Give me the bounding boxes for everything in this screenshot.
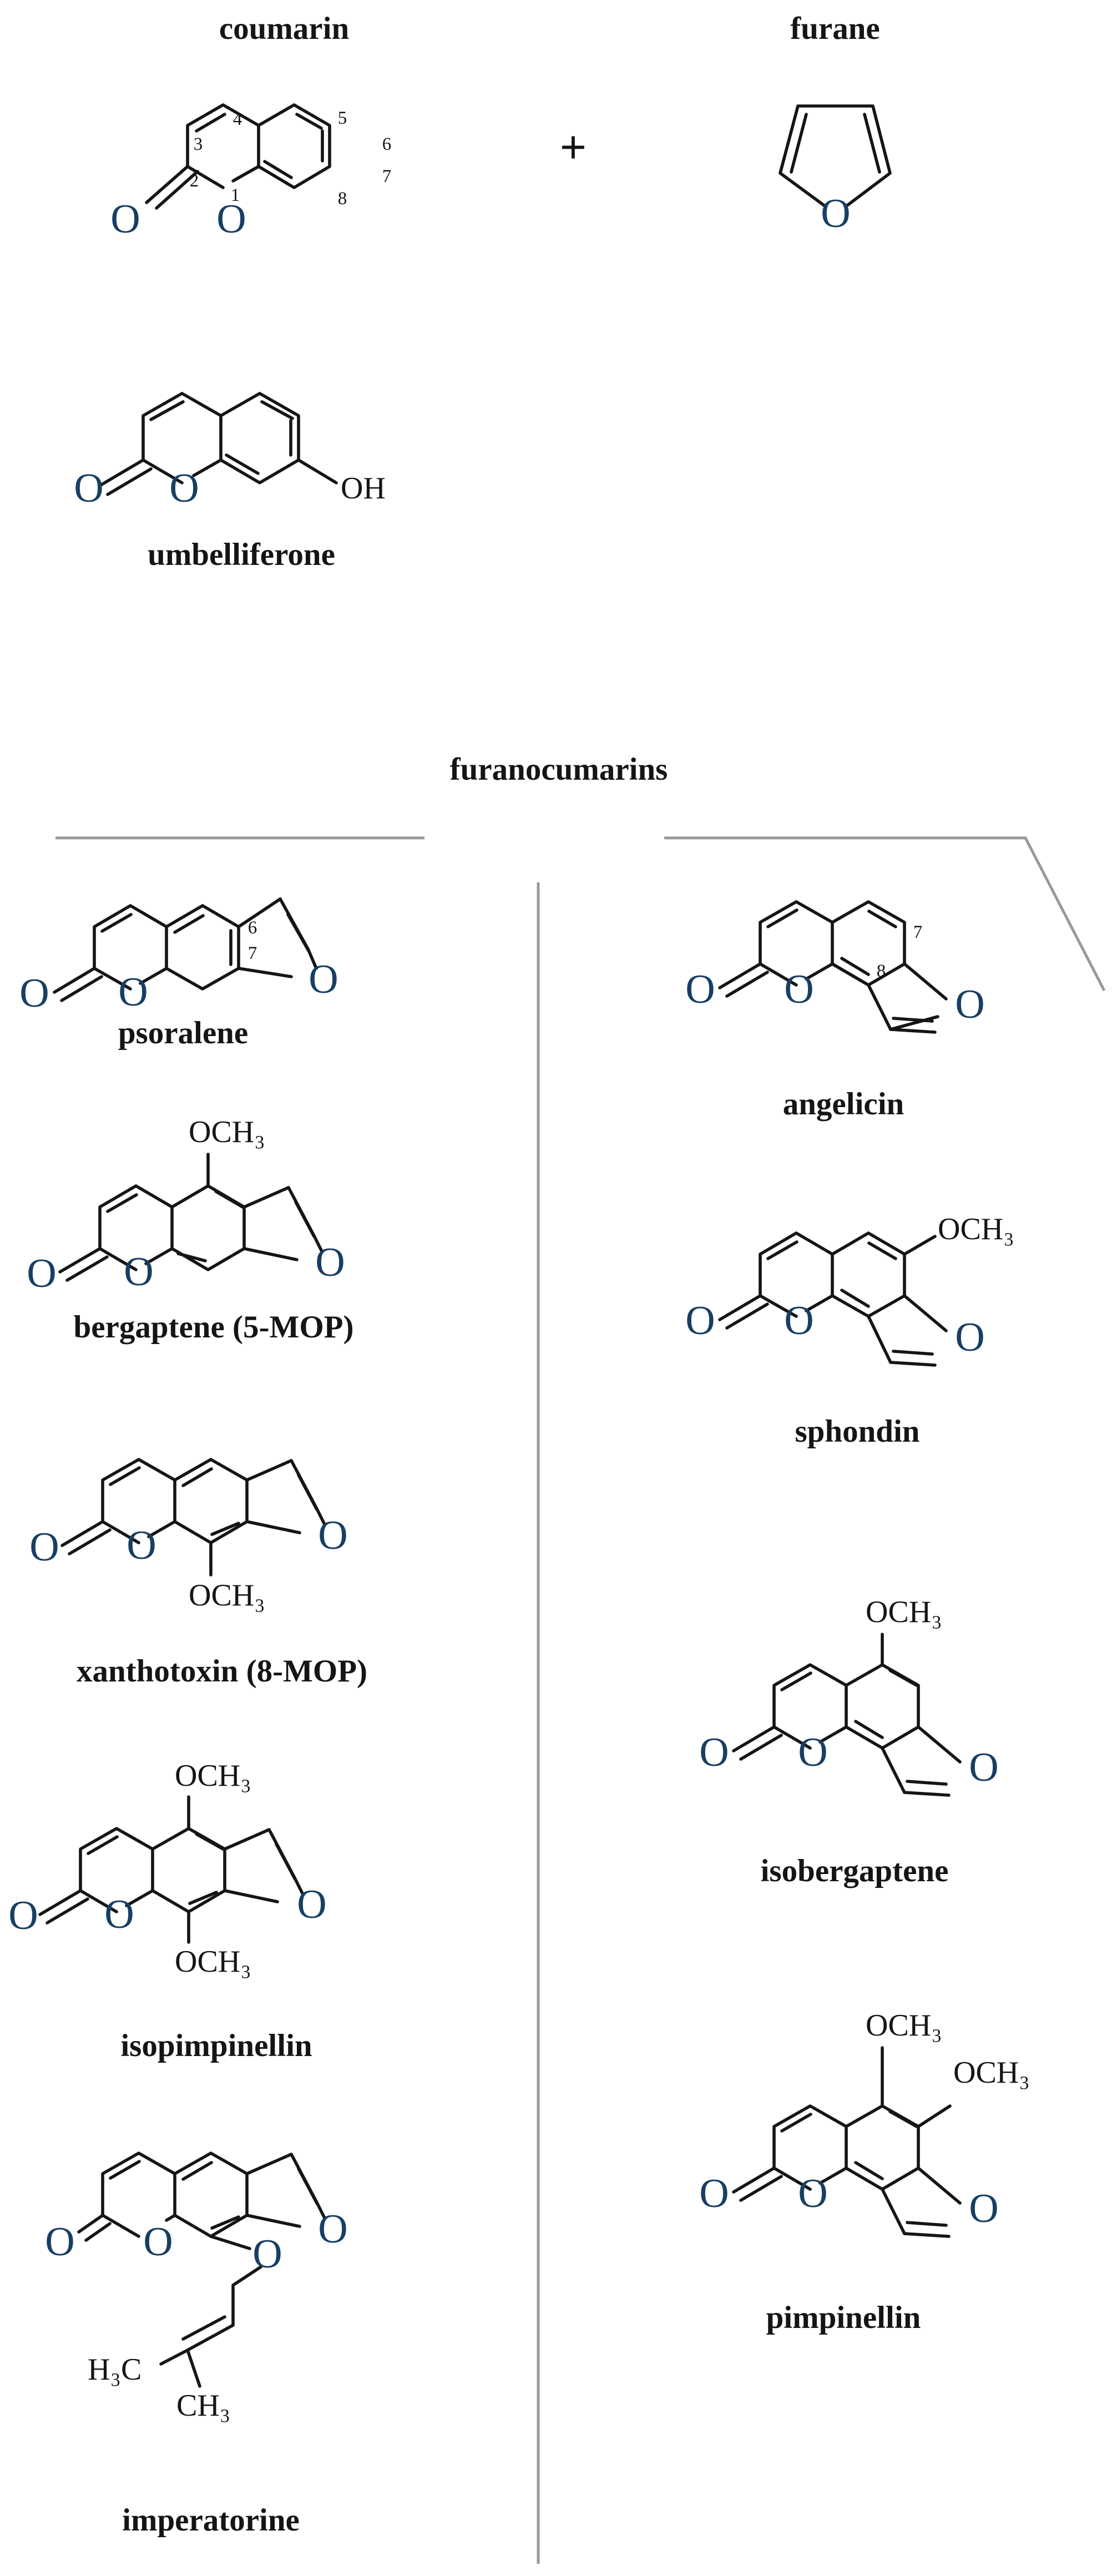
coumarin-locant-2: 2 — [190, 171, 199, 191]
isobergaptene-furan-oxygen: O — [969, 1745, 998, 1790]
pimpinellin-methoxy-top: OCH₃ — [866, 2008, 942, 2043]
isopimpinellin-methoxy-top: OCH₃ — [175, 1759, 251, 1793]
coumarin-locant-1: 1 — [231, 185, 240, 205]
angelicin-furan-oxygen: O — [955, 982, 984, 1027]
title-isobergaptene: isobergaptene — [761, 1853, 949, 1888]
imperatorine-ring-oxygen: O — [143, 2219, 173, 2265]
angelicin-locant-8: 8 — [877, 961, 886, 981]
psoralene-furan-oxygen: O — [309, 957, 338, 1002]
coumarin-carbonyl-oxygen: O — [110, 196, 140, 242]
isobergaptene-carbonyl-oxygen: O — [699, 1730, 729, 1775]
title-psoralene: psoralene — [118, 1016, 248, 1050]
imperatorine-methyl-bottom: CH₃ — [176, 2388, 230, 2423]
isopimpinellin-ring-oxygen: O — [104, 1892, 134, 1937]
furane-structure: O — [779, 104, 892, 236]
coumarin-ring-oxygen: O — [216, 196, 246, 242]
sphondin-structure: OCH₃ O O O — [685, 1212, 1014, 1367]
coumarin-locant-3: 3 — [194, 134, 203, 154]
pimpinellin-structure: OCH₃ OCH₃ O O O — [699, 2008, 1030, 2238]
imperatorine-carbonyl-oxygen: O — [45, 2219, 74, 2265]
coumarin-structure: O O 1 2 3 4 5 6 7 8 — [110, 103, 392, 242]
sphondin-carbonyl-oxygen: O — [685, 1298, 715, 1343]
angelicin-structure: O O O 8 7 — [685, 900, 985, 1034]
isopimpinellin-structure: OCH₃ OCH₃ O O O — [8, 1759, 326, 1979]
coumarin-locant-8: 8 — [338, 189, 347, 209]
psoralene-carbonyl-oxygen: O — [19, 971, 49, 1016]
title-furane: furane — [790, 11, 880, 46]
title-furanocumarins: furanocumarins — [450, 752, 668, 787]
umbelliferone-hydroxy: OH — [341, 471, 386, 506]
psoralene-structure: O O O 6 7 — [19, 897, 338, 1016]
title-isopimpinellin: isopimpinellin — [120, 2028, 312, 2063]
isobergaptene-ring-oxygen: O — [798, 1730, 827, 1775]
bergaptene-methoxy: OCH₃ — [189, 1115, 265, 1149]
umbelliferone-structure: O O OH — [74, 392, 386, 511]
sphondin-furan-oxygen: O — [955, 1315, 984, 1360]
imperatorine-ether-oxygen: O — [252, 2231, 282, 2277]
pimpinellin-carbonyl-oxygen: O — [699, 2171, 729, 2216]
psoralene-ring-oxygen: O — [118, 969, 148, 1015]
pimpinellin-methoxy-right: OCH₃ — [953, 2055, 1030, 2090]
imperatorine-methyl-left: H₃C — [88, 2352, 141, 2387]
title-sphondin: sphondin — [795, 1414, 919, 1449]
pimpinellin-ring-oxygen: O — [798, 2171, 827, 2216]
sphondin-methoxy: OCH₃ — [938, 1212, 1014, 1246]
coumarin-locant-6: 6 — [382, 134, 392, 154]
sphondin-ring-oxygen: O — [784, 1298, 813, 1343]
bergaptene-carbonyl-oxygen: O — [27, 1251, 56, 1296]
isopimpinellin-furan-oxygen: O — [297, 1882, 326, 1927]
xanthotoxin-carbonyl-oxygen: O — [29, 1524, 59, 1570]
coumarin-locant-5: 5 — [338, 108, 347, 128]
isopimpinellin-carbonyl-oxygen: O — [8, 1893, 38, 1938]
title-xanthotoxin: xanthotoxin (8-MOP) — [77, 1654, 367, 1689]
title-imperatorine: imperatorine — [122, 2503, 300, 2538]
title-angelicin: angelicin — [783, 1087, 904, 1122]
isopimpinellin-methoxy-bottom: OCH₃ — [175, 1944, 251, 1979]
bergaptene-furan-oxygen: O — [315, 1240, 345, 1285]
psoralene-locant-6: 6 — [248, 918, 257, 938]
coumarin-locant-4: 4 — [233, 109, 242, 129]
bergaptene-structure: OCH₃ O O O — [27, 1115, 345, 1296]
umbelliferone-carbonyl-oxygen: O — [74, 466, 103, 511]
pimpinellin-furan-oxygen: O — [969, 2186, 998, 2231]
xanthotoxin-methoxy: OCH₃ — [189, 1578, 265, 1613]
xanthotoxin-structure: OCH₃ O O O — [29, 1458, 348, 1613]
angelicin-ring-oxygen: O — [784, 967, 813, 1012]
isobergaptene-structure: OCH₃ O O O — [699, 1595, 999, 1797]
xanthotoxin-ring-oxygen: O — [127, 1523, 156, 1568]
angelicin-carbonyl-oxygen: O — [685, 967, 715, 1012]
plus-sign: + — [560, 122, 587, 173]
xanthotoxin-furan-oxygen: O — [318, 1513, 347, 1558]
isobergaptene-methoxy: OCH₃ — [866, 1595, 942, 1629]
angelicin-locant-7: 7 — [913, 922, 923, 942]
imperatorine-furan-oxygen: O — [318, 2206, 347, 2252]
title-coumarin: coumarin — [219, 11, 349, 46]
bergaptene-ring-oxygen: O — [124, 1249, 153, 1295]
separator-line-right — [664, 836, 1106, 992]
imperatorine-structure: O O O O H₃C CH₃ — [45, 2151, 348, 2423]
umbelliferone-ring-oxygen: O — [169, 466, 199, 511]
title-pimpinellin: pimpinellin — [766, 2300, 921, 2335]
psoralene-locant-7: 7 — [248, 943, 257, 963]
title-umbelliferone: umbelliferone — [148, 537, 335, 572]
furane-oxygen: O — [821, 191, 850, 236]
title-bergaptene: bergaptene (5-MOP) — [74, 1310, 354, 1345]
coumarin-locant-7: 7 — [382, 166, 392, 186]
